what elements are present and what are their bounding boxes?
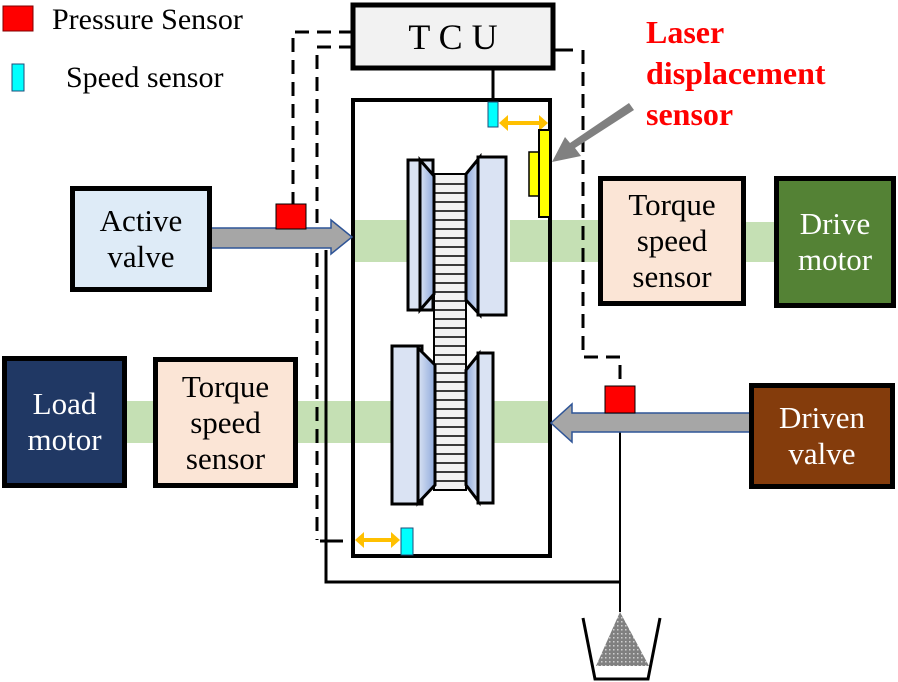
drive-torque-sensor-line-2: speed xyxy=(636,223,708,258)
driven-valve-oil-arrow xyxy=(549,402,751,444)
tcu-box xyxy=(350,2,556,71)
drive-shaft-motor-link xyxy=(745,222,775,262)
laser-pointer-arrow xyxy=(552,103,634,162)
load-motor-line-1: Load xyxy=(32,386,97,421)
drive-shaft-left xyxy=(352,220,412,262)
load-torque-sensor-line-2: speed xyxy=(190,404,261,440)
pressure-sensor-active xyxy=(275,203,307,230)
load-shaft-left-link xyxy=(125,401,155,443)
load-motor-line-2: motor xyxy=(27,422,102,457)
load-torque-sensor-line-1: Torque xyxy=(181,368,270,404)
legend-pressure-sensor-label: Pressure Sensor xyxy=(52,3,243,36)
speed-sensor-bottom xyxy=(400,527,414,556)
laser-displacement-sensor-label: Laser displacement sensor xyxy=(646,12,826,135)
legend-speed-sensor-icon xyxy=(11,63,25,92)
load-motor-box: Load motor xyxy=(2,356,127,488)
load-torque-sensor-line-3: sensor xyxy=(185,440,266,476)
active-valve-box: Active valve xyxy=(70,186,212,292)
drive-motor-line-1: Drive xyxy=(799,206,871,241)
load-shaft-right xyxy=(493,401,551,443)
legend-pressure-sensor-icon xyxy=(2,5,34,32)
driven-valve-line-1: Driven xyxy=(778,400,866,435)
active-valve-line-2: valve xyxy=(107,239,175,274)
displacement-arrow-top xyxy=(499,115,548,131)
laser-label-line-1: Laser xyxy=(646,14,725,50)
driven-pulley xyxy=(390,344,495,507)
drive-shaft-right xyxy=(510,220,600,262)
laser-label-line-2: displacement xyxy=(646,55,826,91)
laser-label-line-3: sensor xyxy=(646,96,734,132)
laser-displacement-sensor-body xyxy=(528,129,551,218)
cvt-housing xyxy=(351,98,552,558)
load-shaft-mid xyxy=(296,401,391,443)
pressure-signal-line-active xyxy=(291,30,353,204)
load-torque-speed-sensor-box: Torque speed sensor xyxy=(153,357,298,488)
active-valve-oil-arrow xyxy=(209,218,354,256)
drive-motor-line-2: motor xyxy=(797,242,873,277)
pressure-sensor-driven xyxy=(604,385,636,414)
speed-sensor-top xyxy=(487,101,499,128)
drive-torque-speed-sensor-box: Torque speed sensor xyxy=(598,176,746,306)
active-valve-line-1: Active xyxy=(99,203,183,238)
drive-torque-sensor-line-3: sensor xyxy=(632,259,712,294)
drive-torque-sensor-line-1: Torque xyxy=(628,187,716,222)
legend-speed-sensor-label: Speed sensor xyxy=(66,61,224,94)
oil-return-line xyxy=(324,250,620,584)
tcu-label: T C U xyxy=(408,17,497,57)
driven-valve-box: Driven valve xyxy=(749,383,895,489)
driven-valve-line-2: valve xyxy=(788,436,856,471)
displacement-arrow-bottom xyxy=(355,532,400,548)
driving-pulley xyxy=(406,152,508,319)
oil-tank xyxy=(581,612,662,681)
drive-motor-box: Drive motor xyxy=(774,176,896,308)
speed-signal-line-bottom xyxy=(315,45,353,540)
metal-belt xyxy=(433,173,467,491)
pressure-signal-line-driven xyxy=(581,50,622,386)
